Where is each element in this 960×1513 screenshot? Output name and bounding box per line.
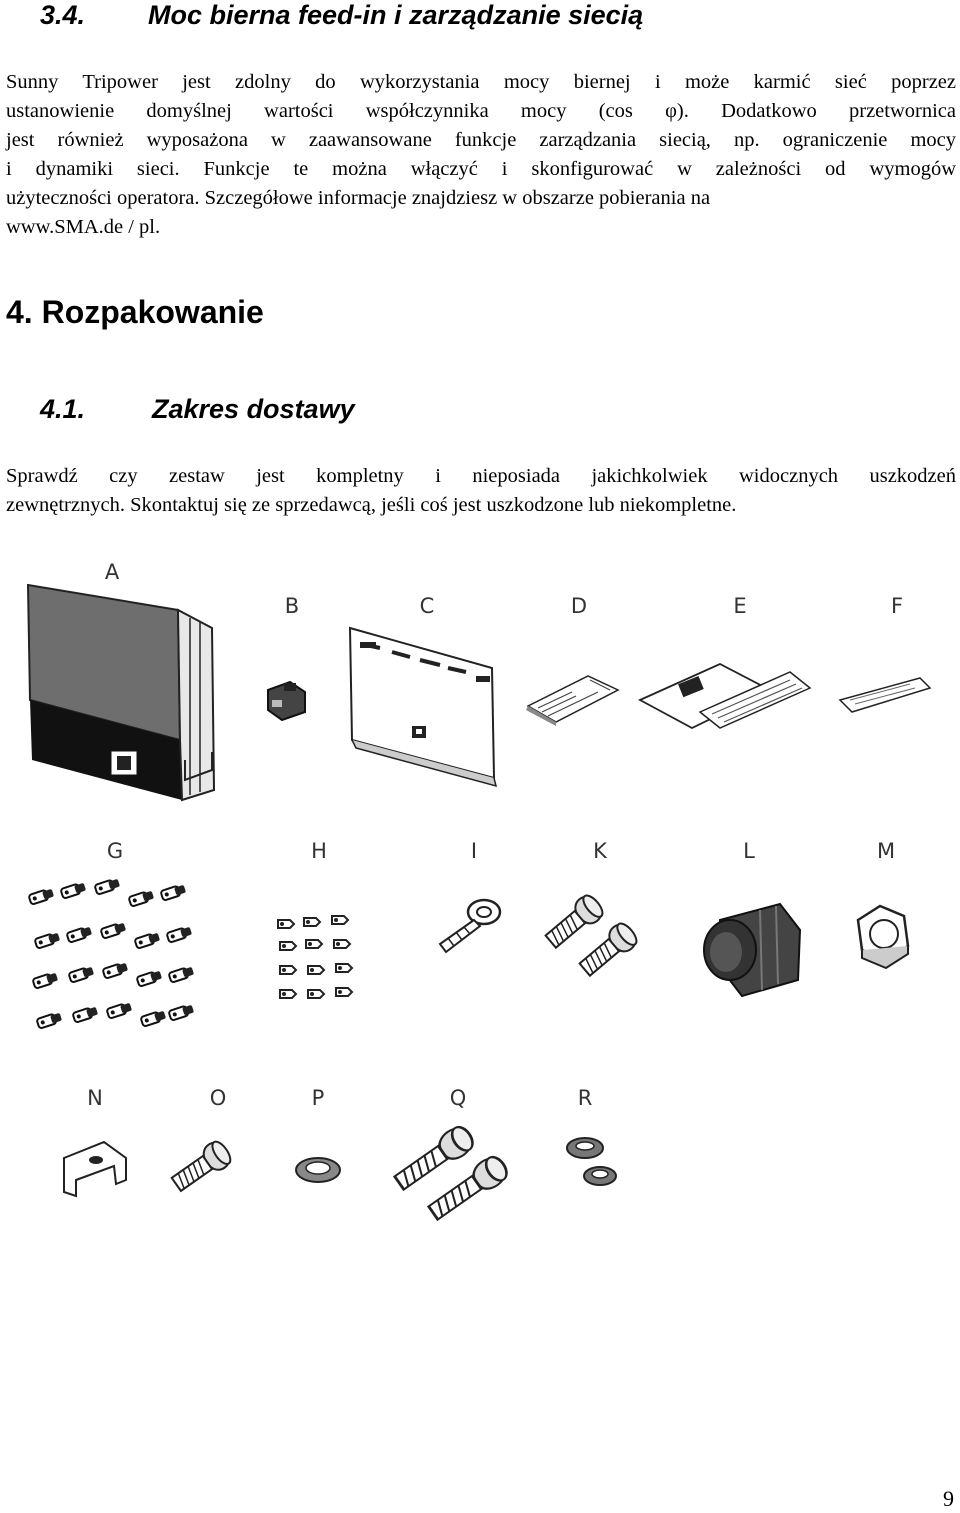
paragraph-line: Sprawdź czy zestaw jest kompletny i niep… <box>6 465 956 487</box>
intro-paragraph: Sunny Tripower jest zdolny do wykorzysta… <box>6 68 956 242</box>
connectors-drawing <box>27 876 196 1030</box>
plug-drawing <box>267 680 306 722</box>
part-label-n: N <box>87 1086 103 1110</box>
chapter-heading-4: 4. Rozpakowanie <box>6 294 264 330</box>
section-number: 3.4. <box>40 0 86 30</box>
part-label-i: I <box>470 839 478 863</box>
part-label-c: C <box>419 594 435 618</box>
part-label-k: K <box>593 839 607 863</box>
leaflet-drawing <box>526 675 620 726</box>
part-label-e: E <box>733 594 747 618</box>
screw-o-drawing <box>167 1136 236 1197</box>
part-label-b: B <box>284 594 300 618</box>
check-paragraph: Sprawdź czy zestaw jest kompletny i niep… <box>6 462 956 520</box>
hex-nut-drawing <box>856 904 910 970</box>
inverter-drawing <box>26 583 216 802</box>
paragraph-line: www.SMA.de / pl. <box>6 216 161 238</box>
screws-k-drawing <box>540 890 642 982</box>
part-label-f: F <box>890 594 904 618</box>
washer-drawing <box>295 1157 341 1183</box>
paragraph-line: zewnętrznych. Skontaktuj się ze sprzedaw… <box>6 494 737 516</box>
section-heading-3-4: 3.4. Moc bierna feed-in i zarządzanie sie… <box>40 0 643 30</box>
sheet-drawing <box>838 677 932 713</box>
part-label-o: O <box>209 1086 227 1110</box>
part-label-m: M <box>876 839 896 863</box>
part-label-g: G <box>106 839 124 863</box>
part-label-p: P <box>311 1086 325 1110</box>
wall-bracket-drawing <box>348 626 498 788</box>
section-title: Moc bierna feed-in i zarządzanie siecią <box>148 0 644 30</box>
paragraph-line: Sunny Tripower jest zdolny do wykorzysta… <box>6 71 956 93</box>
paragraph-line: użyteczności operatora. Szczegółowe info… <box>6 187 711 209</box>
section-title: Zakres dostawy <box>152 394 355 424</box>
cable-gland-drawing <box>703 902 802 998</box>
part-label-d: D <box>570 594 588 618</box>
part-label-a: A <box>104 560 120 584</box>
paragraph-line: i dynamiki sieci. Funkcje te można włącz… <box>6 158 956 180</box>
page-number: 9 <box>943 1486 954 1511</box>
washers-r-drawing <box>566 1137 617 1186</box>
clamp-drawing <box>63 1140 127 1198</box>
paragraph-line: jest również wyposażona w zaawansowane f… <box>6 129 956 151</box>
section-number: 4.1. <box>40 394 86 424</box>
part-label-q: Q <box>449 1086 467 1110</box>
paragraph-line: ustanowienie domyślnej wartości współczy… <box>6 100 956 122</box>
ferrules-drawing <box>277 915 353 999</box>
part-label-h: H <box>311 839 327 863</box>
ring-terminal-drawing <box>438 898 502 954</box>
part-label-l: L <box>743 839 755 863</box>
part-label-r: R <box>577 1086 593 1110</box>
section-heading-4-1: 4.1. Zakres dostawy <box>40 394 355 424</box>
screws-q-drawing <box>389 1121 513 1226</box>
documentation-drawing <box>637 663 812 730</box>
